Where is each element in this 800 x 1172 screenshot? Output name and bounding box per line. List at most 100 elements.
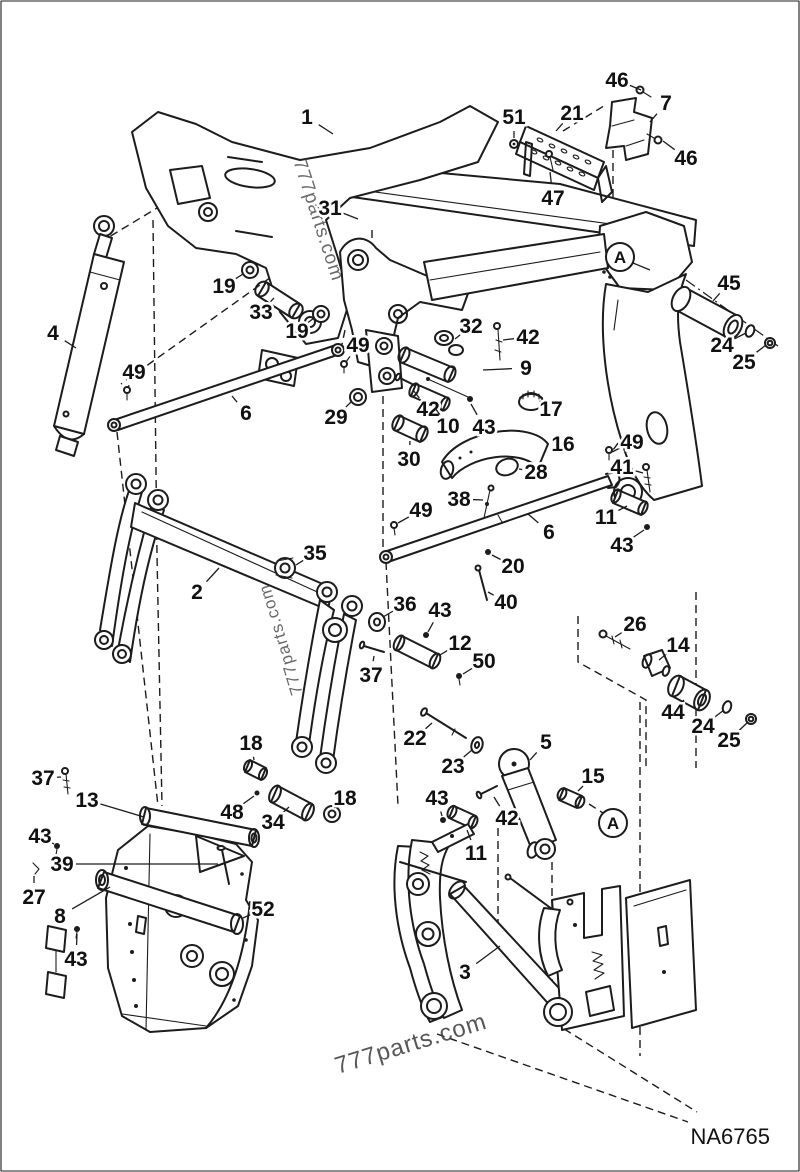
callout-leader-line [397,516,410,524]
part-callout-26[interactable]: 26 [621,611,649,639]
callout-leader-line [470,403,478,416]
part-callout-42[interactable]: 42 [414,396,442,424]
part-7-bracket [605,97,653,161]
part-callout-4[interactable]: 4 [45,320,62,348]
part-callout-40[interactable]: 40 [492,589,520,617]
part-callout-42[interactable]: 42 [514,324,542,352]
part-callout-14[interactable]: 14 [664,632,693,660]
part-callout-1[interactable]: 1 [299,104,316,132]
part-callout-48[interactable]: 48 [218,799,247,827]
part-callout-47[interactable]: 47 [539,185,567,213]
part-callout-17[interactable]: 17 [537,396,565,424]
part-51-washer [509,139,519,149]
reference-marker-label: A [607,814,619,833]
part-callout-24[interactable]: 24 [708,332,737,360]
part-callout-46[interactable]: 46 [603,67,631,95]
part-callout-18[interactable]: 18 [331,785,360,813]
part-6-tie-rod-left [107,343,348,432]
part-callout-22[interactable]: 22 [401,725,429,753]
callout-leader-line [439,649,449,656]
part-callout-49[interactable]: 49 [120,359,148,387]
part-callout-43[interactable]: 43 [470,414,498,442]
part-callout-24[interactable]: 24 [689,713,718,741]
part-callout-43[interactable]: 43 [608,532,636,560]
part-43-screw-dot-left [54,843,60,856]
drawing-number: NA6765 [690,1124,770,1149]
callout-leader-line [555,123,564,132]
part-callout-15[interactable]: 15 [579,763,608,791]
part-callout-38[interactable]: 38 [445,486,474,514]
callout-leader-line [427,621,434,633]
part-callout-31[interactable]: 31 [316,195,345,223]
part-callout-6[interactable]: 6 [238,400,255,428]
part-callout-19[interactable]: 19 [283,318,311,346]
part-callout-20[interactable]: 20 [499,553,527,581]
part-callout-43[interactable]: 43 [423,785,451,813]
part-callout-52[interactable]: 52 [249,896,277,924]
part-callout-27[interactable]: 27 [20,884,48,912]
part-callout-49[interactable]: 49 [344,332,372,360]
part-callout-18[interactable]: 18 [237,730,266,758]
part-26-14-44-bushing-set [598,629,757,725]
part-4-lift-cylinder [53,215,125,457]
part-callout-42[interactable]: 42 [493,805,521,833]
part-callout-33[interactable]: 33 [247,299,275,327]
part-callout-11[interactable]: 11 [462,840,490,868]
part-callout-2[interactable]: 2 [189,579,206,607]
part-callout-50[interactable]: 50 [470,648,498,676]
part-callout-36[interactable]: 36 [391,591,419,619]
reference-marker-layer: AA [598,242,651,838]
part-callout-21[interactable]: 21 [558,100,587,128]
part-callout-41[interactable]: 41 [608,454,637,482]
callout-leader-line [614,631,624,638]
part-callout-6[interactable]: 6 [541,519,558,547]
part-callout-51[interactable]: 51 [500,104,529,132]
part-callout-5[interactable]: 5 [538,729,555,757]
part-callout-16[interactable]: 16 [549,431,577,459]
callout-leader-line [549,171,553,185]
part-callout-44[interactable]: 44 [659,699,688,727]
part-callout-23[interactable]: 23 [439,753,467,781]
part-8-pin [95,869,244,935]
callout-leader-line [491,554,501,561]
part-callout-13[interactable]: 13 [73,787,101,815]
part-callout-3[interactable]: 3 [457,959,474,987]
part-callout-12[interactable]: 12 [446,630,474,658]
part-callout-30[interactable]: 30 [395,446,423,474]
part-callout-28[interactable]: 28 [522,459,551,487]
part-callout-32[interactable]: 32 [457,313,485,341]
part-callout-10[interactable]: 10 [434,413,462,441]
callout-leader-line [425,722,433,730]
callout-leader-line [633,529,645,538]
part-12-pin [392,634,442,670]
part-callout-37[interactable]: 37 [29,765,57,793]
part-callout-43[interactable]: 43 [426,597,454,625]
part-callout-39[interactable]: 39 [48,851,76,879]
part-callout-7[interactable]: 7 [658,90,675,118]
callout-leader-line [242,795,255,805]
part-callout-37[interactable]: 37 [357,662,385,690]
part-callout-34[interactable]: 34 [259,809,288,837]
part-3-bobtach-frame [393,823,697,1031]
part-callout-11[interactable]: 11 [592,504,620,532]
part-callout-49[interactable]: 49 [407,497,435,525]
callout-leader-line [463,749,473,758]
part-callout-25[interactable]: 25 [730,349,759,377]
callout-leader-line [539,400,545,405]
part-callout-8[interactable]: 8 [52,903,69,931]
part-callout-43[interactable]: 43 [26,823,54,851]
part-callout-43[interactable]: 43 [62,946,90,974]
callout-leader-line [382,610,394,618]
part-callout-19[interactable]: 19 [210,273,238,301]
part-callout-49[interactable]: 49 [618,429,646,457]
part-callout-9[interactable]: 9 [518,355,535,383]
part-callout-25[interactable]: 25 [715,727,744,755]
callout-leader-line [434,407,441,416]
part-callout-46[interactable]: 46 [672,145,700,173]
part-callout-35[interactable]: 35 [301,540,330,568]
part-callout-45[interactable]: 45 [715,270,744,298]
part-callout-29[interactable]: 29 [322,404,350,432]
